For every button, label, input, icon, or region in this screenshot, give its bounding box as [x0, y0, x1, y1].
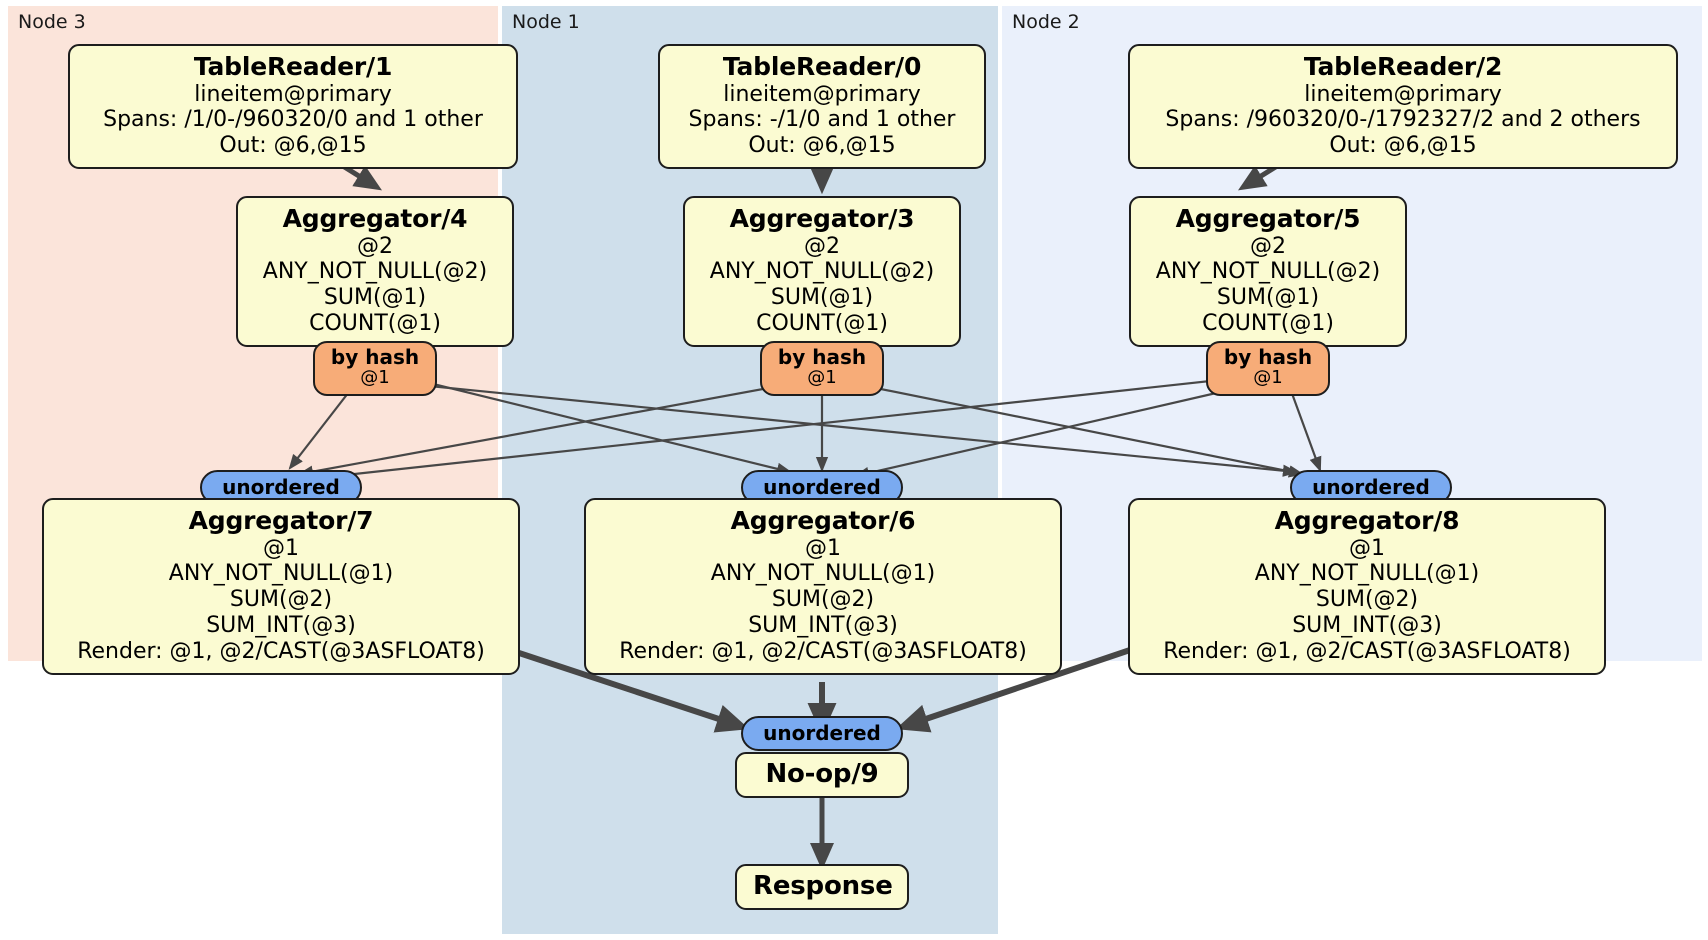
processor-title: Aggregator/5	[1175, 204, 1361, 233]
processor-title: TableReader/2	[1303, 52, 1503, 81]
processor-line: SUM_INT(@3)	[1292, 613, 1442, 639]
badge-title: unordered	[222, 475, 340, 499]
node-panel-label-node3: Node 3	[18, 11, 86, 33]
processor-line: SUM(@2)	[771, 587, 875, 613]
badge-title: by hash	[330, 345, 420, 369]
processor-line: SUM(@2)	[229, 587, 333, 613]
processor-line: @1	[1349, 535, 1385, 561]
processor-line: COUNT(@1)	[1202, 311, 1334, 337]
processor-line: SUM(@1)	[323, 285, 427, 311]
processor-line: Render: @1, @2/CAST(@3ASFLOAT8)	[619, 639, 1027, 665]
synchronizer-badge-unordered-final[interactable]: unordered	[741, 716, 903, 752]
processor-line: ANY_NOT_NULL(@2)	[709, 259, 935, 285]
processor-line: lineitem@primary	[194, 81, 392, 107]
processor-no-op-9[interactable]: No-op/9	[735, 752, 909, 798]
badge-title: unordered	[763, 721, 881, 745]
node-panel-label-node2: Node 2	[1012, 11, 1080, 33]
processor-line: lineitem@primary	[723, 81, 921, 107]
processor-line: lineitem@primary	[1304, 81, 1502, 107]
processor-line: SUM_INT(@3)	[748, 613, 898, 639]
processor-title: Aggregator/6	[730, 506, 916, 535]
processor-line: @2	[804, 233, 840, 259]
processor-line: @2	[1250, 233, 1286, 259]
processor-table-reader-2[interactable]: TableReader/2 lineitem@primary Spans: /9…	[1128, 44, 1678, 170]
processor-line: Spans: /960320/0-/1792327/2 and 2 others	[1165, 107, 1641, 133]
processor-line: @1	[805, 535, 841, 561]
processor-title: Aggregator/3	[729, 204, 915, 233]
processor-line: ANY_NOT_NULL(@1)	[1254, 561, 1480, 587]
processor-aggregator-5[interactable]: Aggregator/5 @2 ANY_NOT_NULL(@2) SUM(@1)…	[1129, 196, 1407, 348]
badge-subtitle: @1	[807, 367, 837, 389]
router-badge-by-hash-left[interactable]: by hash @1	[313, 341, 437, 396]
processor-aggregator-7[interactable]: Aggregator/7 @1 ANY_NOT_NULL(@1) SUM(@2)…	[42, 498, 520, 676]
processor-title: No-op/9	[765, 759, 879, 789]
processor-line: @1	[263, 535, 299, 561]
processor-title: Response	[753, 871, 893, 901]
processor-line: Out: @6,@15	[219, 133, 367, 159]
badge-subtitle: @1	[1253, 367, 1283, 389]
processor-title: Aggregator/8	[1274, 506, 1460, 535]
processor-line: SUM_INT(@3)	[206, 613, 356, 639]
processor-line: Spans: /1/0-/960320/0 and 1 other	[103, 107, 483, 133]
router-badge-by-hash-right[interactable]: by hash @1	[1206, 341, 1330, 396]
badge-title: by hash	[1223, 345, 1313, 369]
processor-line: ANY_NOT_NULL(@1)	[710, 561, 936, 587]
badge-title: unordered	[763, 475, 881, 499]
processor-title: TableReader/0	[722, 52, 922, 81]
processor-title: Aggregator/4	[282, 204, 468, 233]
processor-aggregator-8[interactable]: Aggregator/8 @1 ANY_NOT_NULL(@1) SUM(@2)…	[1128, 498, 1606, 676]
badge-title: unordered	[1312, 475, 1430, 499]
processor-line: COUNT(@1)	[309, 311, 441, 337]
processor-line: ANY_NOT_NULL(@2)	[262, 259, 488, 285]
router-badge-by-hash-center[interactable]: by hash @1	[760, 341, 884, 396]
processor-line: SUM(@1)	[770, 285, 874, 311]
processor-line: COUNT(@1)	[756, 311, 888, 337]
processor-line: Spans: -/1/0 and 1 other	[688, 107, 956, 133]
processor-line: ANY_NOT_NULL(@2)	[1155, 259, 1381, 285]
processor-line: Render: @1, @2/CAST(@3ASFLOAT8)	[77, 639, 485, 665]
processor-line: Out: @6,@15	[1329, 133, 1477, 159]
processor-aggregator-3[interactable]: Aggregator/3 @2 ANY_NOT_NULL(@2) SUM(@1)…	[683, 196, 961, 348]
badge-title: by hash	[777, 345, 867, 369]
processor-table-reader-1[interactable]: TableReader/1 lineitem@primary Spans: /1…	[68, 44, 518, 170]
processor-aggregator-6[interactable]: Aggregator/6 @1 ANY_NOT_NULL(@1) SUM(@2)…	[584, 498, 1062, 676]
badge-subtitle: @1	[360, 367, 390, 389]
processor-line: Out: @6,@15	[748, 133, 896, 159]
processor-line: SUM(@1)	[1216, 285, 1320, 311]
processor-title: TableReader/1	[193, 52, 393, 81]
processor-response[interactable]: Response	[735, 864, 909, 910]
processor-line: @2	[357, 233, 393, 259]
processor-table-reader-0[interactable]: TableReader/0 lineitem@primary Spans: -/…	[658, 44, 986, 170]
processor-line: ANY_NOT_NULL(@1)	[168, 561, 394, 587]
processor-aggregator-4[interactable]: Aggregator/4 @2 ANY_NOT_NULL(@2) SUM(@1)…	[236, 196, 514, 348]
processor-title: Aggregator/7	[188, 506, 374, 535]
node-panel-label-node1: Node 1	[512, 11, 580, 33]
processor-line: Render: @1, @2/CAST(@3ASFLOAT8)	[1163, 639, 1571, 665]
processor-line: SUM(@2)	[1315, 587, 1419, 613]
